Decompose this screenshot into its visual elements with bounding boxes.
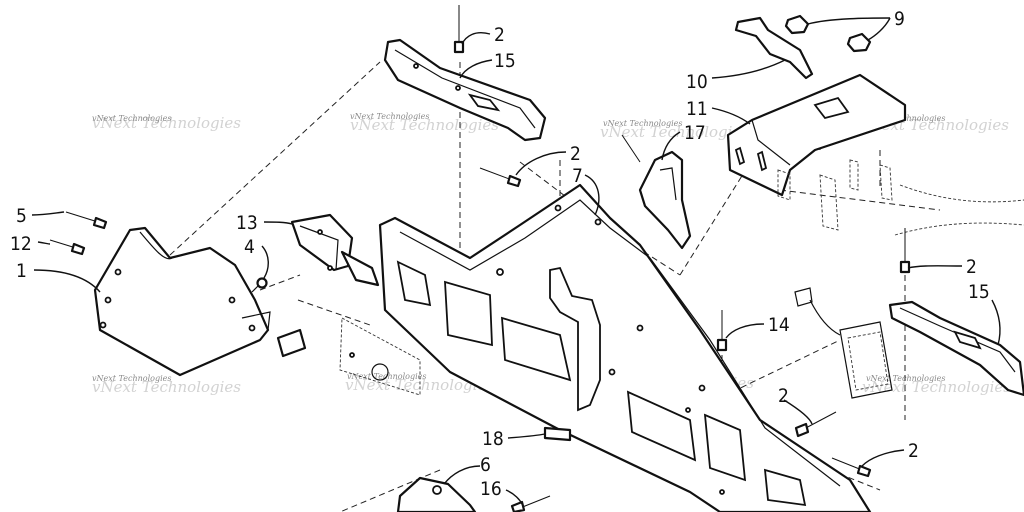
callout-2: 2: [908, 440, 919, 462]
callout-12: 12: [10, 233, 32, 255]
rivet-mid-left: [479, 167, 522, 188]
part-rail-bracket-right: [888, 300, 1024, 397]
rivet-lower-right-a: [794, 411, 837, 438]
watermark-text: vNext Technologies: [92, 114, 171, 123]
callout-1: 1: [16, 260, 27, 282]
part-spacer: [543, 426, 572, 442]
callouts: 1 2 2 2 2 2 4 5 6 7 9 10 11 12 13 14: [10, 8, 1001, 505]
part-plate: [726, 73, 907, 197]
watermark-ghost: vNext Technologies: [345, 376, 494, 394]
part-subpanel: [339, 317, 421, 396]
callout-7: 7: [572, 165, 583, 187]
rivet-top: [453, 5, 465, 54]
callout-2: 2: [570, 143, 581, 165]
watermark-text: vNext Technologies: [603, 119, 682, 128]
rivet-14: [716, 310, 728, 352]
callout-5: 5: [16, 205, 27, 227]
watermark-ghost: vNext Technologies: [862, 378, 1011, 396]
watermark-ghost: vNext Technologies: [92, 114, 241, 132]
callout-17: 17: [684, 122, 706, 144]
callout-4: 4: [244, 236, 255, 258]
callout-15: 15: [968, 281, 990, 303]
part-bracket-top-right: [734, 16, 814, 80]
callout-2: 2: [778, 385, 789, 407]
callout-15: 15: [494, 50, 516, 72]
part-bracket: [290, 213, 380, 287]
part-frame-sketch-right: [894, 184, 1024, 236]
rivet-16: [510, 495, 551, 512]
callout-11: 11: [686, 98, 708, 120]
callout-2: 2: [966, 256, 977, 278]
part-rail-bracket-top: [383, 38, 547, 142]
part-side-shield: [93, 226, 270, 377]
callout-16: 16: [480, 478, 502, 500]
watermark-text: vNext Technologies: [866, 374, 945, 383]
part-clip: [241, 311, 307, 358]
part-bottom-bracket: [396, 476, 477, 512]
callout-9: 9: [894, 8, 905, 30]
watermark-ghost: vNext Technologies: [600, 123, 749, 141]
callout-10: 10: [686, 71, 708, 93]
rivet-right: [899, 228, 911, 274]
watermark-ghost: vNext Technologies: [350, 116, 499, 134]
part-main-frame-panel: [378, 183, 872, 512]
watermark-text: vNext Technologies: [92, 374, 171, 383]
rivet-group-left: [49, 211, 108, 256]
callout-14: 14: [768, 314, 790, 336]
callout-13: 13: [236, 212, 258, 234]
callout-6: 6: [480, 454, 491, 476]
part-electrical-module: [794, 287, 893, 399]
part-cover: [621, 134, 692, 250]
watermark-text: vNext Technologies: [350, 112, 429, 121]
part-studs: [777, 159, 893, 231]
callout-18: 18: [482, 428, 504, 450]
part-fastener: [251, 277, 268, 293]
watermark-ghost: vNext Technologies: [92, 378, 241, 396]
part-nuts: [784, 14, 872, 53]
callout-2: 2: [494, 24, 505, 46]
rivet-lower-right-b: [831, 457, 872, 478]
